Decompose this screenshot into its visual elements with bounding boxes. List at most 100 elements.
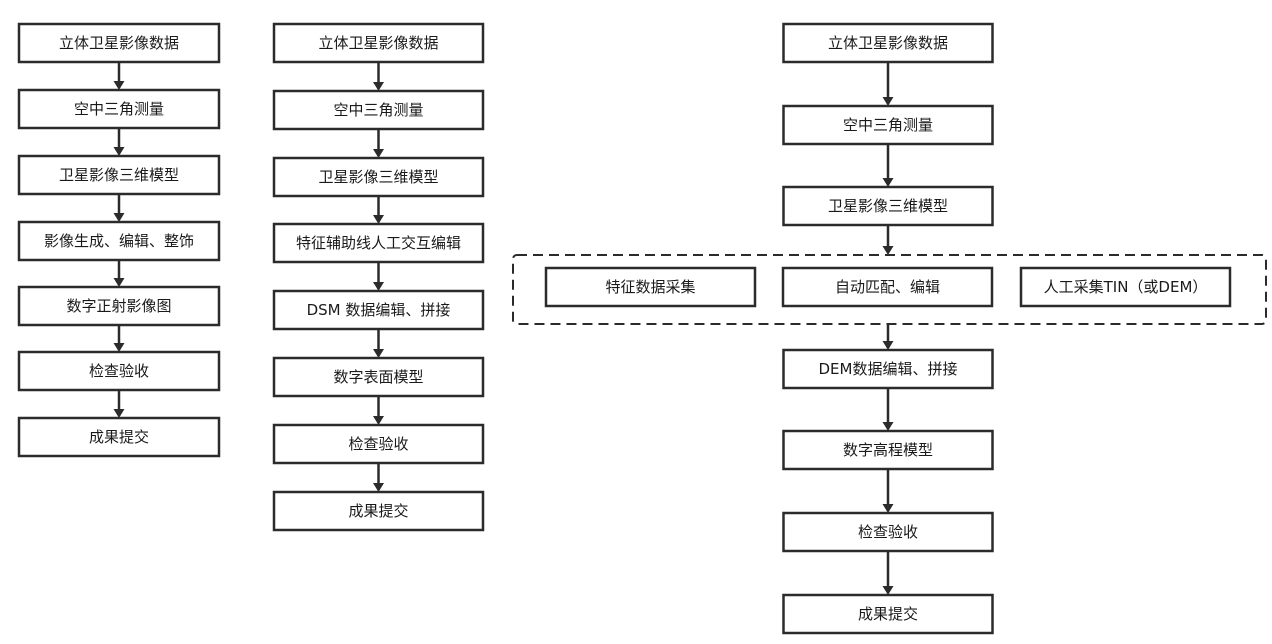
flow-dem-after-step-1-label: DEM数据编辑、拼接	[819, 360, 958, 378]
flow-dsm-step-7-label: 检查验收	[348, 435, 408, 453]
flow-dsm-step-6-label: 数字表面模型	[333, 368, 423, 386]
flow-dsm-arrow-3	[373, 196, 384, 224]
flow-dem-after-step-4: 成果提交	[782, 593, 994, 635]
flow-dsm-step-8-frame	[272, 490, 485, 532]
flow-dom-arrow-4	[113, 260, 125, 287]
flow-dem-after-arrow-1	[882, 388, 894, 431]
flow-dsm-arrow-1	[373, 62, 384, 91]
flow-dem-step-3: 卫星影像三维模型	[782, 185, 994, 227]
flow-dem-step-2: 空中三角测量	[782, 104, 994, 146]
flow-dsm-step-1-frame	[272, 22, 485, 64]
flow-dom-step-3-label: 卫星影像三维模型	[59, 166, 179, 184]
flow-dem-arrow-1	[882, 62, 894, 106]
flow-dem-step-1-label: 立体卫星影像数据	[828, 34, 948, 52]
flow-dom-step-1: 立体卫星影像数据	[17, 22, 221, 64]
flow-dsm-step-1-label: 立体卫星影像数据	[318, 34, 438, 52]
flow-dom-step-5: 数字正射影像图	[17, 285, 221, 327]
frame-layer	[512, 254, 1267, 325]
flow-dom-step-6-frame	[17, 350, 221, 392]
flow-dem-after-step-2-frame	[782, 429, 994, 471]
parallel-option-2: 自动匹配、编辑	[781, 266, 994, 308]
flow-dsm-step-5-frame	[272, 289, 485, 331]
parallel-option-2-frame	[781, 266, 994, 308]
flow-dem-arrow-out-of-group	[882, 324, 894, 350]
flow-dom-step-4-frame	[17, 220, 221, 262]
flow-dem-arrow-2	[882, 144, 894, 187]
flow-dom-step-3: 卫星影像三维模型	[17, 154, 221, 196]
flow-dem-after-step-4-label: 成果提交	[858, 605, 918, 623]
flow-dem-step-3-label: 卫星影像三维模型	[828, 197, 948, 215]
flow-dom-step-7-frame	[17, 416, 221, 458]
flow-dem-after-arrow-3	[882, 551, 894, 595]
flow-dem-step-3-frame	[782, 185, 994, 227]
flow-dsm-step-2-label: 空中三角测量	[333, 101, 423, 119]
flow-dom-arrow-1	[113, 62, 125, 90]
flow-dsm-step-2: 空中三角测量	[272, 89, 485, 131]
parallel-group-frame	[512, 254, 1267, 325]
flow-dem-after-step-3-label: 检查验收	[858, 523, 918, 541]
parallel-option-1: 特征数据采集	[544, 266, 757, 308]
parallel-option-1-label: 特征数据采集	[605, 278, 695, 296]
flow-dem-after-arrow-2	[882, 469, 894, 513]
flow-dem-after-step-1: DEM数据编辑、拼接	[782, 348, 994, 390]
flow-dom-step-4-label: 影像生成、编辑、整饰	[44, 232, 194, 250]
flow-dsm-arrow-4	[373, 262, 384, 291]
flow-dom-arrow-6	[113, 390, 125, 418]
flow-dem-step-1: 立体卫星影像数据	[782, 22, 994, 64]
flow-dom-arrow-2	[113, 128, 125, 156]
flow-dom-step-5-label: 数字正射影像图	[66, 297, 171, 315]
arrow-layer	[113, 62, 894, 595]
flow-dsm-step-3-frame	[272, 156, 485, 198]
flow-dsm-arrow-6	[373, 396, 384, 425]
flow-dsm-step-8-label: 成果提交	[348, 502, 408, 520]
flow-dom-arrow-5	[113, 325, 125, 352]
flow-dsm-step-3-label: 卫星影像三维模型	[318, 168, 438, 186]
flow-dem-arrow-into-group	[882, 225, 894, 255]
parallel-option-3: 人工采集TIN（或DEM）	[1019, 266, 1232, 308]
flow-dom-step-7-label: 成果提交	[89, 428, 149, 446]
flow-dsm-arrow-2	[373, 129, 384, 158]
flow-dem-after-step-3-frame	[782, 511, 994, 553]
flow-dem-step-2-label: 空中三角测量	[843, 116, 933, 134]
flow-dom-step-2-frame	[17, 88, 221, 130]
flow-dem-step-2-frame	[782, 104, 994, 146]
flow-dsm-step-5: DSM 数据编辑、拼接	[272, 289, 485, 331]
flow-dsm-step-8: 成果提交	[272, 490, 485, 532]
flow-dom-step-1-frame	[17, 22, 221, 64]
flow-dem-after-step-2-label: 数字高程模型	[843, 441, 933, 459]
flow-dem-after-step-4-frame	[782, 593, 994, 635]
flow-dsm-step-7: 检查验收	[272, 423, 485, 465]
flow-dom-arrow-3	[113, 194, 125, 222]
flow-dom-step-5-frame	[17, 285, 221, 327]
flow-dom-step-3-frame	[17, 154, 221, 196]
flow-dom-step-2: 空中三角测量	[17, 88, 221, 130]
parallel-option-3-frame	[1019, 266, 1232, 308]
flow-dsm-step-4: 特征辅助线人工交互编辑	[272, 222, 485, 264]
flow-dsm-step-6-frame	[272, 356, 485, 398]
flow-dem-after-step-3: 检查验收	[782, 511, 994, 553]
flow-dsm-step-5-label: DSM 数据编辑、拼接	[307, 301, 451, 319]
flow-dsm-step-7-frame	[272, 423, 485, 465]
flow-dsm-step-3: 卫星影像三维模型	[272, 156, 485, 198]
flow-dsm-step-6: 数字表面模型	[272, 356, 485, 398]
flow-dom-step-6: 检查验收	[17, 350, 221, 392]
flow-dsm-step-1: 立体卫星影像数据	[272, 22, 485, 64]
flow-dsm-step-4-frame	[272, 222, 485, 264]
parallel-option-1-frame	[544, 266, 757, 308]
flow-dsm-step-2-frame	[272, 89, 485, 131]
parallel-option-2-label: 自动匹配、编辑	[835, 278, 940, 296]
parallel-option-3-label: 人工采集TIN（或DEM）	[1044, 278, 1208, 296]
flow-dsm-step-4-label: 特征辅助线人工交互编辑	[296, 234, 461, 252]
flow-dem-after-step-2: 数字高程模型	[782, 429, 994, 471]
flow-dom-step-1-label: 立体卫星影像数据	[59, 34, 179, 52]
flow-dom-step-2-label: 空中三角测量	[74, 100, 164, 118]
flow-dsm-arrow-7	[373, 463, 384, 492]
flow-dom-step-6-label: 检查验收	[89, 362, 149, 380]
flow-dom-step-7: 成果提交	[17, 416, 221, 458]
flow-dem-step-1-frame	[782, 22, 994, 64]
flow-dem-after-step-1-frame	[782, 348, 994, 390]
flow-dom-step-4: 影像生成、编辑、整饰	[17, 220, 221, 262]
flow-dsm-arrow-5	[373, 329, 384, 358]
node-layer: 立体卫星影像数据空中三角测量卫星影像三维模型影像生成、编辑、整饰数字正射影像图检…	[17, 22, 1232, 635]
